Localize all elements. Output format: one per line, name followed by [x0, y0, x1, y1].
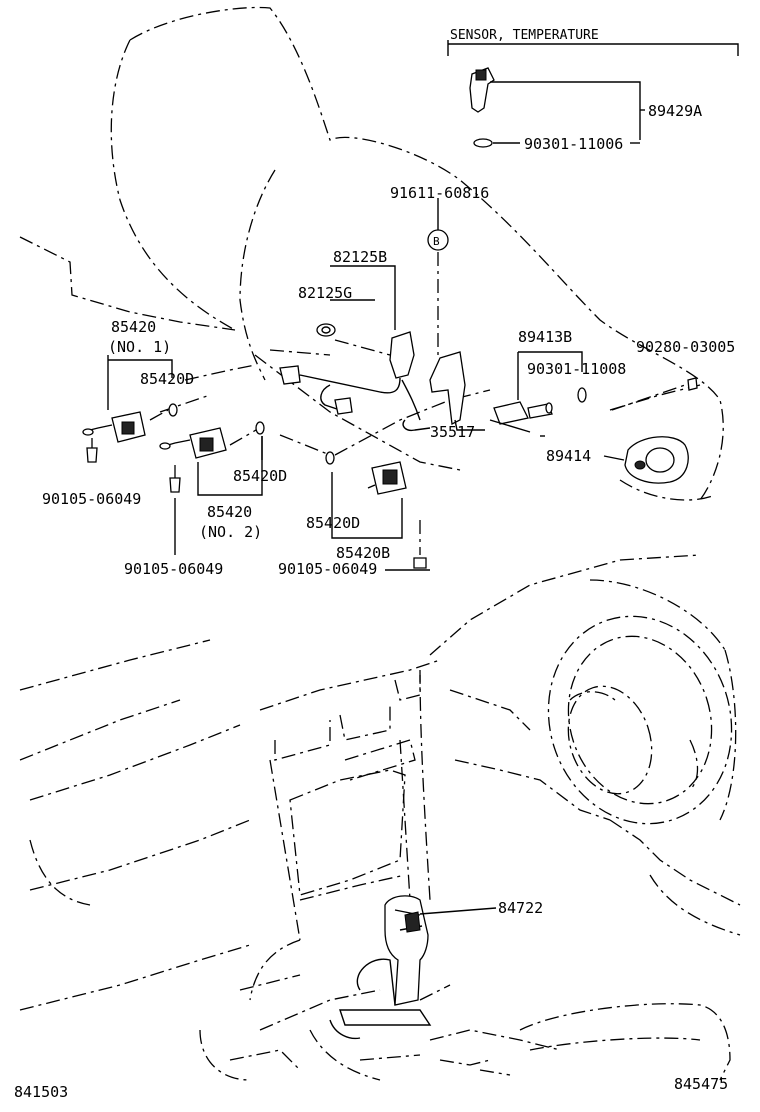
- label-85420-no1: 85420: [111, 318, 156, 336]
- label-82125g: 82125G: [298, 284, 352, 302]
- sensor-85420-no2: [159, 421, 265, 555]
- unit-89414: [603, 436, 689, 484]
- label-89429a: 89429A: [648, 102, 702, 120]
- figure-number-left: 841503: [14, 1083, 68, 1101]
- label-90301-11006: 90301-11006: [524, 135, 623, 153]
- labels: SENSOR, TEMPERATURE 89429A 90301-11006 9…: [14, 28, 735, 1101]
- label-85420-no2: 85420: [207, 503, 252, 521]
- label-no2: (NO. 2): [199, 523, 262, 541]
- body-outline-upper: [19, 6, 724, 501]
- sensor-temperature-header: SENSOR, TEMPERATURE: [450, 28, 599, 43]
- label-85420d-c: 85420D: [306, 514, 360, 532]
- bracket-assembly: [427, 198, 485, 431]
- label-90105-06049-a: 90105-06049: [42, 490, 141, 508]
- label-85420b: 85420B: [336, 544, 390, 562]
- label-82125b: 82125B: [333, 248, 387, 266]
- label-85420d-a: 85420D: [140, 370, 194, 388]
- label-35517: 35517: [430, 423, 475, 441]
- sensor-85420-no1: [82, 355, 178, 463]
- label-89413b: 89413B: [518, 328, 572, 346]
- sensor-89413b: [489, 351, 698, 433]
- figure-number-right: 845475: [674, 1075, 728, 1093]
- label-84722: 84722: [498, 899, 543, 917]
- label-circle-b: B: [433, 235, 440, 248]
- label-no1: (NO. 1): [108, 338, 171, 356]
- leader-lines: [261, 435, 545, 915]
- sensor-temperature-group: [447, 40, 739, 148]
- shift-lever: [329, 895, 451, 1061]
- label-90301-11008: 90301-11008: [527, 360, 626, 378]
- label-85420d-b: 85420D: [233, 467, 287, 485]
- label-90105-06049-b: 90105-06049: [124, 560, 223, 578]
- label-89414: 89414: [546, 447, 591, 465]
- interior-outline: [19, 554, 741, 1081]
- sensor-85420b: [325, 451, 430, 571]
- label-91611-60816: 91611-60816: [390, 184, 489, 202]
- label-90280-03005: 90280-03005: [636, 338, 735, 356]
- steering-wheel: [547, 615, 733, 825]
- wiring-harness: [269, 265, 431, 432]
- label-90105-06049-c: 90105-06049: [278, 560, 377, 578]
